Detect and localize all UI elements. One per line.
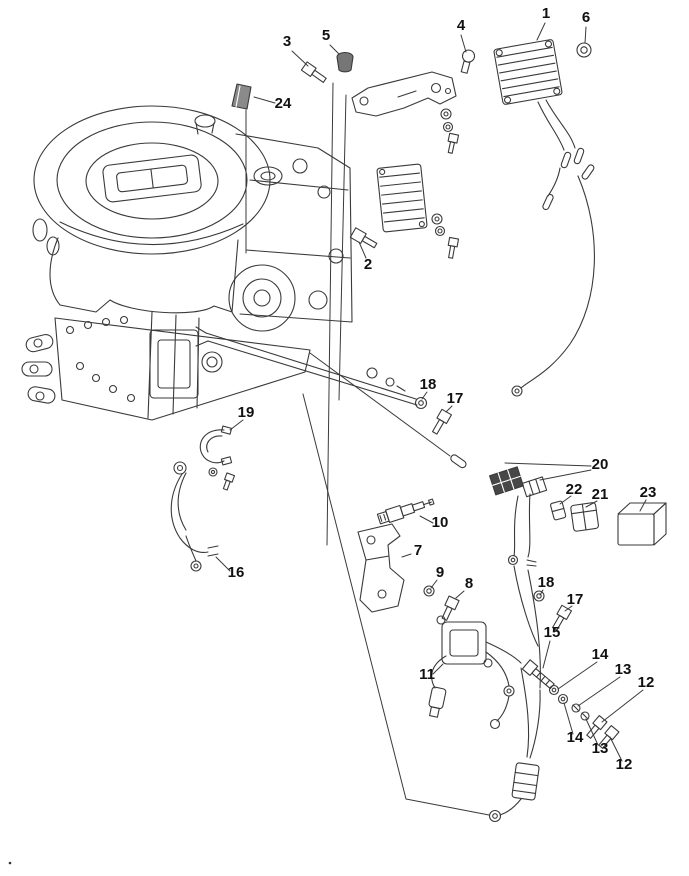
washer-14-a [548,684,560,696]
callout-5: 5 [322,27,330,44]
rectifier-wires [511,99,595,397]
callout-23: 23 [640,484,657,501]
bolt-12-b [598,724,620,749]
nut-6 [576,42,592,58]
ground-wire-16 [170,461,219,572]
plug-cap [428,686,447,718]
engine-block [228,133,353,332]
fuse-22 [550,500,567,521]
ignition-coil-11 [431,615,493,689]
spark-plug-10 [376,498,435,525]
mount-arms [21,333,56,404]
bolt-4 [460,49,476,74]
callout-19: 19 [238,404,255,421]
washer-18-lower [533,590,545,602]
callout-12-lower: 12 [616,756,633,773]
rectifier-1 [493,39,563,105]
callout-18-upper: 18 [420,376,437,393]
callout-24: 24 [275,95,292,112]
callout-22: 22 [566,481,583,498]
callout-14-lower: 14 [567,729,584,746]
link-rod [195,326,418,406]
washer-9 [423,585,435,597]
relay-23 [617,502,667,546]
callout-17-lower: 17 [567,591,584,608]
flywheel-cover [33,105,271,255]
leader-lines [215,22,647,816]
washer-14-b [557,693,569,705]
washer-18-upper [414,396,428,410]
harness-connectors-20 [450,454,548,498]
callout-11: 11 [419,666,435,683]
callout-18-lower: 18 [538,574,555,591]
page-artifact-dot [8,861,12,865]
callout-13-upper: 13 [615,661,632,678]
bolt-8 [441,595,460,621]
coil-wires [485,641,541,759]
sub-rectifier [376,163,428,233]
callout-10: 10 [432,514,449,531]
callout-9: 9 [436,564,444,581]
callout-16: 16 [228,564,245,581]
bottom-ring-terminal [488,798,522,823]
lower-cowling [32,218,311,421]
bottom-connector [511,762,540,801]
callout-14-upper: 14 [592,646,609,663]
bolt-17-lower [551,604,573,631]
callout-13-lower: 13 [592,740,609,757]
bolt-17-upper [431,408,453,435]
callout-21: 21 [592,486,609,503]
callout-20: 20 [592,456,609,473]
sub-rectifier-washers [431,213,460,259]
bracket-7 [357,523,405,613]
bracket-washers [440,108,460,154]
spring-washer-13-a [571,703,581,713]
bolt-12-a [586,714,608,739]
clamp-19 [199,425,236,491]
callout-7: 7 [414,542,422,559]
callout-12-upper: 12 [638,674,655,691]
callout-6: 6 [582,9,590,26]
callout-1: 1 [542,5,550,22]
callout-2: 2 [364,256,372,273]
engine-assembly [21,105,353,421]
bolt-2 [349,227,378,249]
spring-washer-13-b [580,711,590,721]
harness-wires [507,493,541,689]
callout-17-upper: 17 [447,390,464,407]
bolt-3 [300,61,327,83]
clip-24 [231,83,252,110]
callout-labels: 3 5 4 1 6 24 2 18 17 19 10 7 16 9 8 20 2… [228,5,657,773]
relay-21 [570,502,599,532]
callout-8: 8 [465,575,473,592]
callout-4: 4 [457,17,466,34]
top-bracket [351,71,457,117]
grommet-5 [336,51,354,73]
callout-15: 15 [544,624,561,641]
callout-3: 3 [283,33,291,50]
